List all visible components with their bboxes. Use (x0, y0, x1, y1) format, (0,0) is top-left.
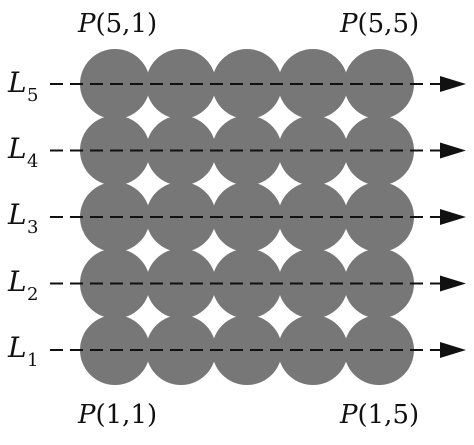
line-label-L3: L 3 (7, 198, 38, 238)
svg-text:L: L (7, 265, 27, 298)
line-label-L2: L 2 (7, 265, 38, 305)
line-label-L4: L 4 (7, 132, 38, 172)
svg-text:L: L (7, 331, 27, 364)
svg-text:2: 2 (27, 284, 38, 305)
svg-text:4: 4 (27, 151, 38, 172)
arrow-head-icon (440, 142, 466, 159)
grid-circle (212, 49, 282, 119)
arrow-head-icon (440, 275, 466, 292)
grid-circle (212, 115, 282, 186)
line-label-L1: L 1 (7, 331, 38, 371)
scan-lines (50, 76, 466, 358)
corner-label-top-right: P(5,5) (339, 9, 419, 39)
svg-text:3: 3 (27, 217, 38, 238)
svg-text:L: L (7, 66, 27, 99)
grid-circle (212, 315, 282, 385)
arrow-head-icon (440, 209, 466, 225)
corner-label-top-left: P(5,1) (77, 9, 157, 39)
svg-text:5: 5 (27, 85, 38, 106)
svg-text:1: 1 (27, 350, 38, 371)
svg-text:L: L (7, 198, 27, 231)
arrow-head-icon (440, 342, 466, 358)
arrow-head-icon (440, 76, 466, 92)
corner-label-bottom-left: P(1,1) (77, 400, 157, 430)
line-label-L5: L 5 (7, 66, 38, 106)
grid-circle (212, 248, 282, 319)
corner-label-bottom-right: P(1,5) (339, 400, 419, 430)
grid-circle (212, 182, 282, 252)
svg-text:L: L (7, 132, 27, 165)
